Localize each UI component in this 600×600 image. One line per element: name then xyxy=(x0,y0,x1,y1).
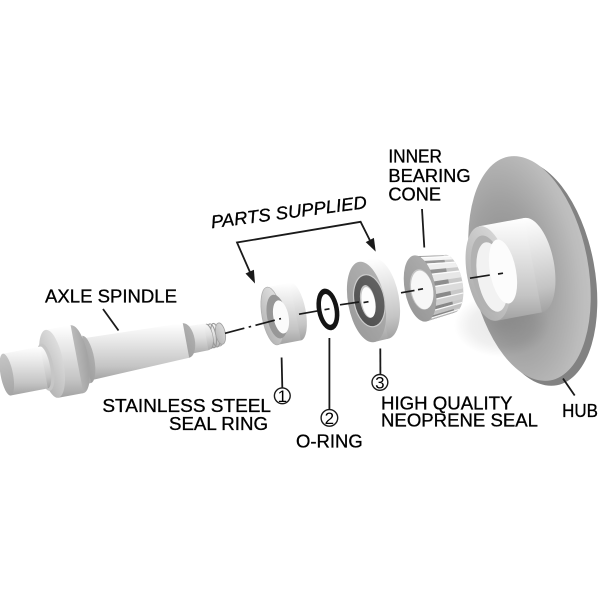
svg-text:1: 1 xyxy=(278,387,287,406)
svg-text:2: 2 xyxy=(325,409,334,428)
svg-text:AXLE SPINDLE: AXLE SPINDLE xyxy=(45,287,177,307)
svg-text:NEOPRENE SEAL: NEOPRENE SEAL xyxy=(381,411,538,431)
svg-text:STAINLESS STEEL: STAINLESS STEEL xyxy=(102,396,271,416)
svg-text:CONE: CONE xyxy=(388,184,441,204)
svg-text:SEAL RING: SEAL RING xyxy=(169,414,268,434)
svg-text:INNER: INNER xyxy=(388,147,442,167)
svg-text:O-RING: O-RING xyxy=(296,432,363,452)
svg-text:HUB: HUB xyxy=(562,401,598,421)
svg-text:HIGH QUALITY: HIGH QUALITY xyxy=(381,393,513,413)
svg-text:3: 3 xyxy=(375,374,384,393)
svg-text:BEARING: BEARING xyxy=(388,166,470,186)
